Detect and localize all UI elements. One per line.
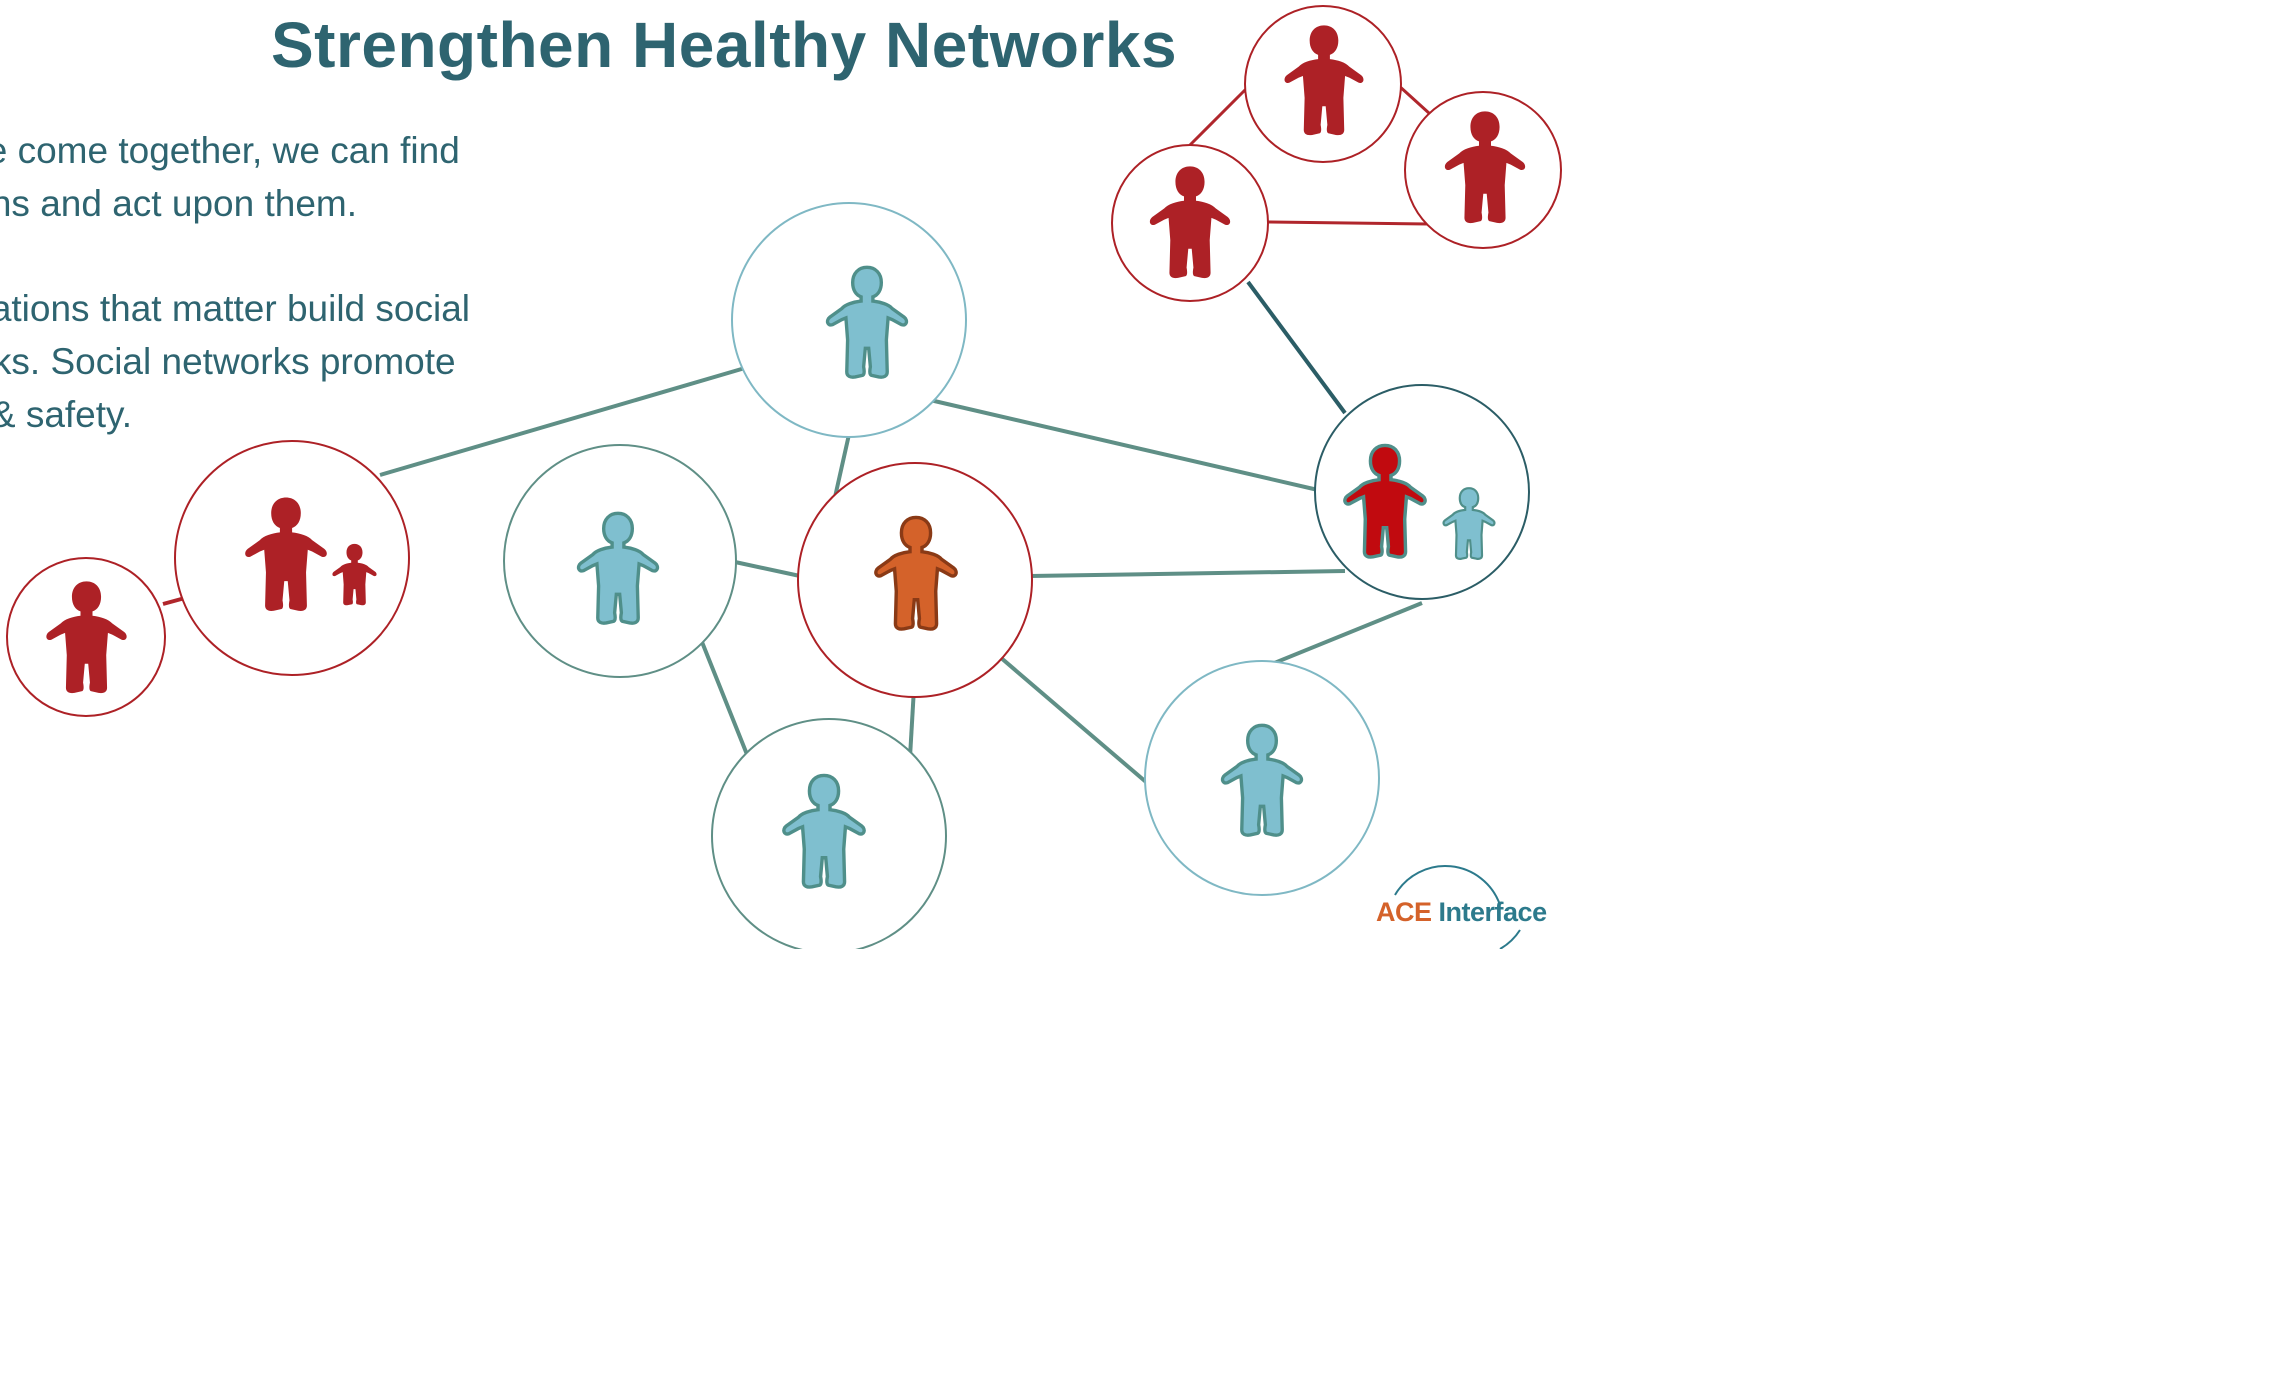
link — [998, 655, 1148, 784]
link — [1396, 83, 1432, 116]
page-title: Strengthen Healthy Networks — [270, 9, 1178, 81]
node-blue-bottom — [711, 718, 947, 949]
node-red-triangle-top — [1244, 5, 1402, 163]
paragraph-line: n & safety. — [0, 394, 133, 435]
link — [833, 429, 852, 498]
paragraph-conversations: rsations that matter build social orks. … — [0, 282, 600, 441]
link — [1188, 83, 1252, 147]
link — [698, 636, 750, 758]
node-blue-left — [503, 444, 737, 678]
node-red-single-left — [6, 557, 166, 717]
links — [162, 83, 1432, 784]
node-red-parent-child — [174, 440, 410, 676]
node-orange-center — [797, 462, 1033, 698]
ace-interface-logo: ACE Interface — [1376, 897, 1547, 928]
paragraph-line: rsations that matter build social — [0, 288, 471, 329]
paragraph-line: gths and act upon them. — [0, 183, 357, 224]
network-diagram — [6, 5, 1562, 949]
node-family-right — [1314, 384, 1530, 600]
logo-arc — [1394, 865, 1521, 949]
link — [379, 366, 746, 477]
link — [1246, 280, 1347, 415]
logo-interface: Interface — [1438, 897, 1548, 927]
nodes — [6, 5, 1562, 949]
logo-ace: ACE — [1376, 897, 1432, 927]
link — [162, 596, 186, 606]
link — [734, 560, 801, 578]
link — [1267, 220, 1429, 226]
paragraph-line: orks. Social networks promote — [0, 341, 456, 382]
node-red-triangle-right — [1404, 91, 1562, 249]
link — [1029, 569, 1346, 578]
node-blue-top — [731, 202, 967, 438]
node-blue-bottom-right — [1144, 660, 1380, 896]
link — [1261, 601, 1423, 670]
link — [908, 687, 916, 758]
paragraph-line: we come together, we can find — [0, 130, 460, 171]
node-red-triangle-left — [1111, 144, 1269, 302]
link — [929, 398, 1319, 492]
paragraph-come-together: we come together, we can find gths and a… — [0, 124, 580, 230]
